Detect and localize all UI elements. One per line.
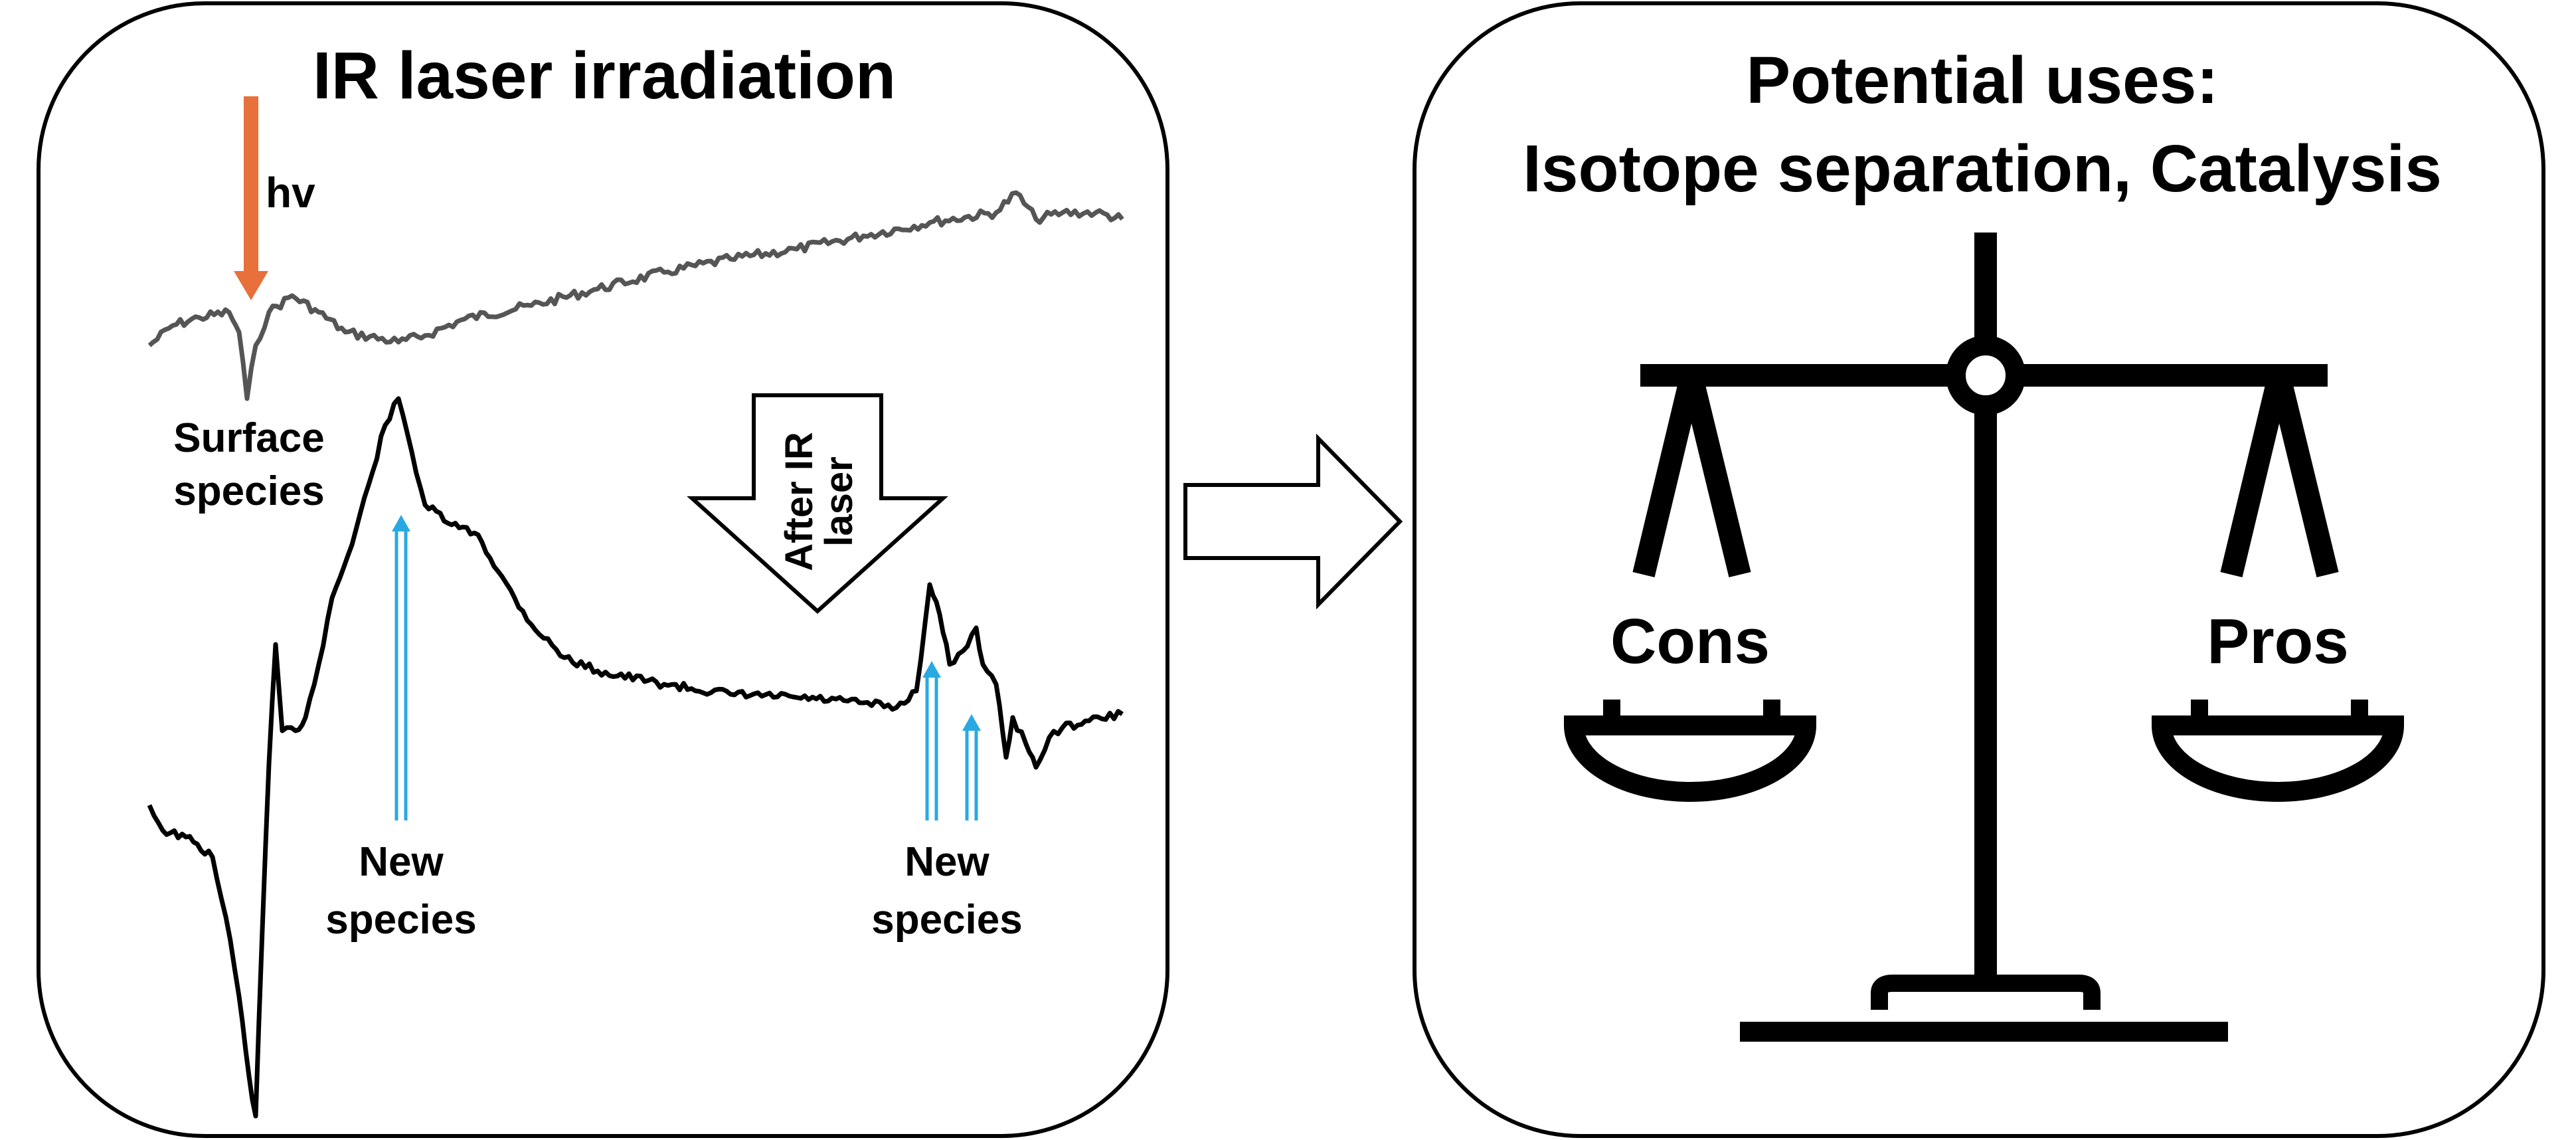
after-ir-laser-arrow: After IR laser <box>687 393 948 615</box>
surface-species-label-line1: Surface <box>173 415 324 461</box>
left-panel-title: IR laser irradiation <box>313 39 896 113</box>
new-species-left-line2: species <box>325 897 477 943</box>
surface-species-label-line2: species <box>173 468 325 514</box>
after-ir-label-line2: laser <box>817 456 861 546</box>
cons-label: Cons <box>1610 606 1770 677</box>
new-species-right-line2: species <box>871 897 1023 943</box>
right-panel-title-line1: Potential uses: <box>1746 43 2218 118</box>
flow-arrow <box>1183 433 1403 610</box>
spectrum-after-trace <box>147 396 1124 1119</box>
spectrum-before-trace <box>147 190 1124 401</box>
right-panel: Potential uses: Isotope separation, Cata… <box>1413 1 2545 1138</box>
new-species-arrow-right-1 <box>922 661 941 820</box>
left-panel: IR laser irradiation hv Surface species … <box>37 1 1169 1138</box>
right-panel-frame <box>1413 1 2545 1138</box>
new-species-arrow-right-2 <box>962 714 981 820</box>
new-species-left-line1: New <box>359 839 444 885</box>
new-species-right-line1: New <box>904 839 989 885</box>
after-ir-label-line1: After IR <box>778 432 821 571</box>
new-species-arrow-left <box>392 515 410 820</box>
pros-label: Pros <box>2207 606 2348 677</box>
right-panel-title-line2: Isotope separation, Catalysis <box>1523 132 2442 206</box>
hv-label: hv <box>266 169 315 217</box>
left-panel-frame <box>37 1 1169 1138</box>
balance-scale-icon <box>1563 233 2405 1042</box>
excitation-arrow <box>234 96 268 300</box>
